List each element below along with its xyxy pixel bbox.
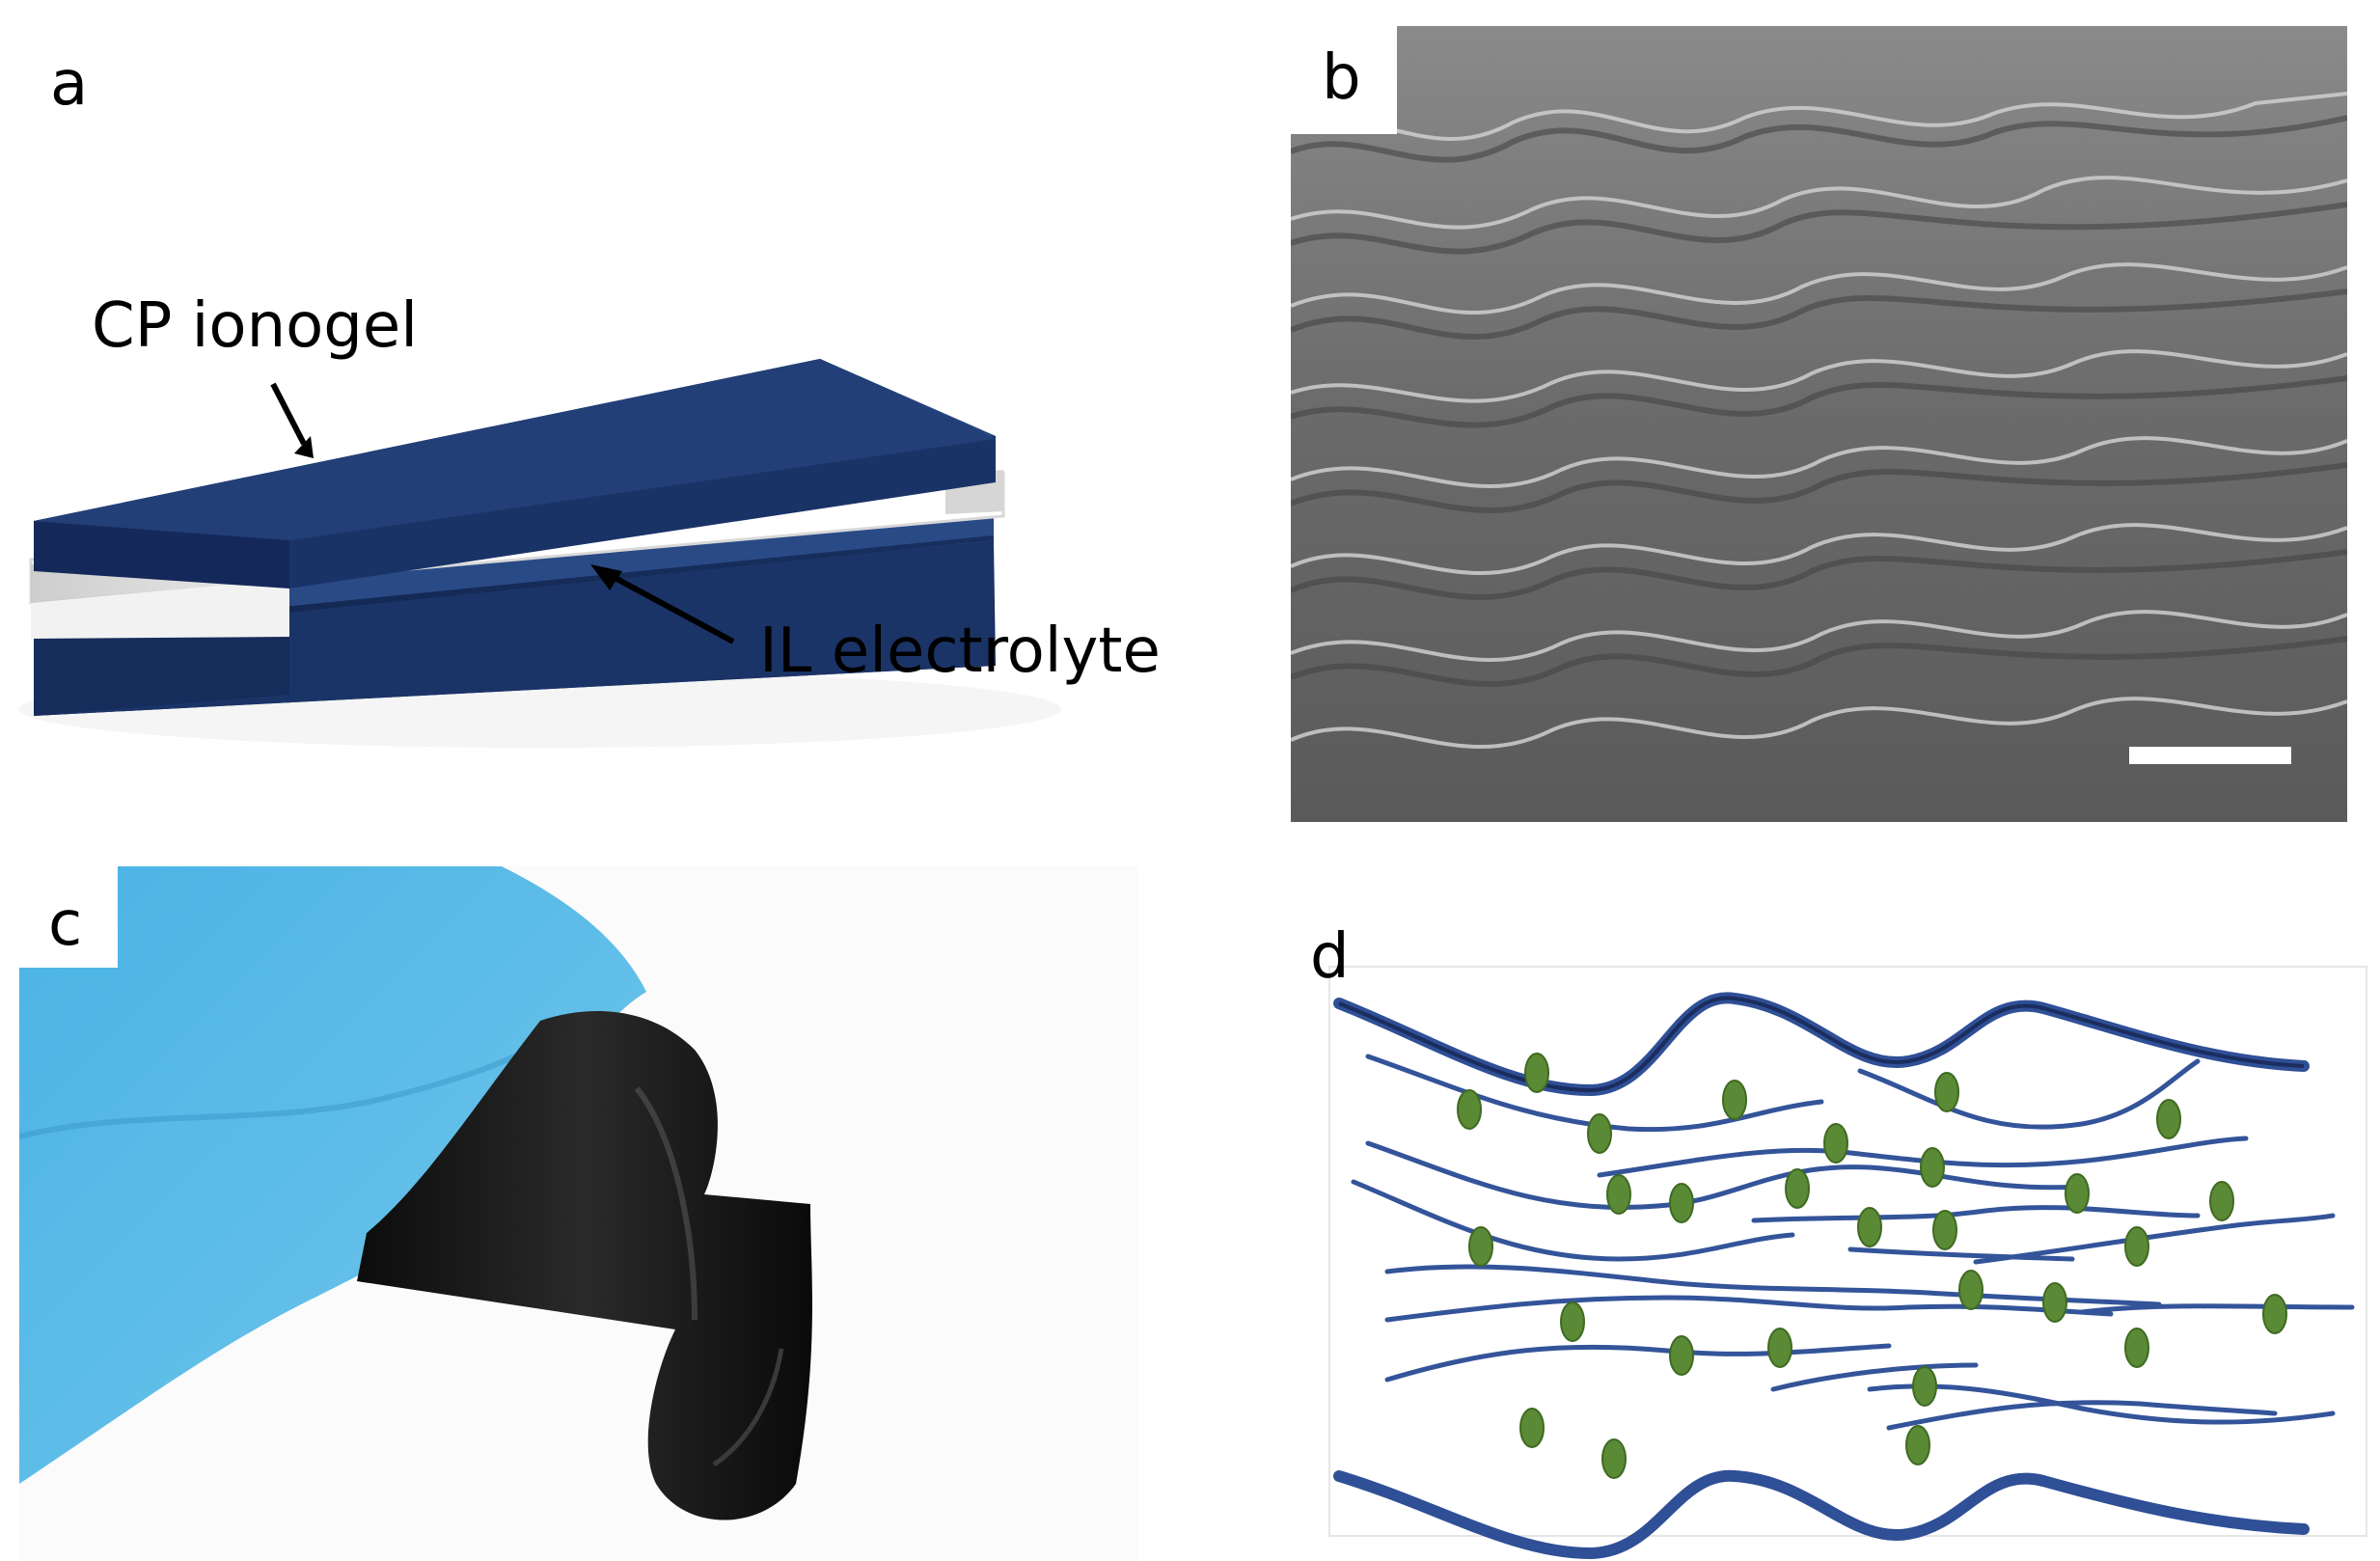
panel-a-label: a	[50, 48, 89, 120]
panel-c-label: c	[48, 889, 83, 960]
panel-b-label-box	[1291, 26, 1397, 134]
scale-bar	[2129, 747, 2291, 764]
sem-micrograph	[1291, 26, 2347, 822]
cp-ionogel-label: CP ionogel	[92, 290, 419, 362]
panel-c: c	[19, 866, 1138, 1561]
panel-d-label: d	[1310, 921, 1350, 993]
panel-a: a	[0, 0, 1264, 830]
top-ionogel-layer	[34, 359, 996, 589]
panel-b: b	[1291, 26, 2347, 822]
panel-b-label: b	[1322, 42, 1361, 114]
layered-structure-schematic	[1328, 966, 2367, 1560]
cp-ionogel-arrow	[270, 382, 314, 458]
bent-film-photo	[19, 866, 1138, 1561]
ionogel-device-illustration	[19, 359, 1061, 748]
il-electrolyte-arrow	[590, 564, 735, 644]
blue-glove	[19, 866, 646, 1484]
il-electrolyte-label: IL electrolyte	[759, 616, 1161, 687]
black-film	[357, 1011, 812, 1520]
panel-d: d	[1310, 926, 2380, 1561]
panel-c-label-box	[19, 866, 118, 968]
